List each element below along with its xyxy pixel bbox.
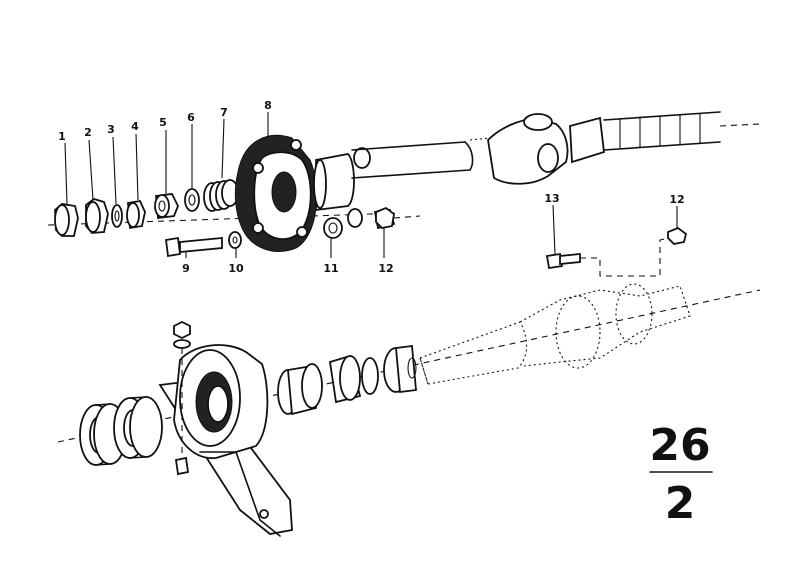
support-top-nut <box>173 320 191 349</box>
callout-3: 3 <box>107 123 115 136</box>
drive-shaft-front <box>313 137 491 212</box>
callout-9: 9 <box>182 262 190 275</box>
center-bearing-support <box>158 344 293 537</box>
section-group-number: 26 <box>649 420 710 471</box>
callout-5: 5 <box>159 116 167 129</box>
callout-8: 8 <box>264 99 272 112</box>
callout-11: 11 <box>323 262 338 275</box>
callout-13: 13 <box>544 192 559 205</box>
washer-3-part <box>111 204 123 228</box>
bearing-ring-right <box>113 396 163 459</box>
callout-6: 6 <box>187 111 195 124</box>
lower-axis-line <box>57 289 761 443</box>
bolt-9-part <box>164 236 223 258</box>
support-bottom-bolt <box>174 456 190 476</box>
callout-12-upper: 12 <box>378 262 393 275</box>
seal-ring-2 <box>328 354 379 404</box>
rear-shaft-outline <box>419 283 691 385</box>
hex-nut-2-part <box>85 198 109 234</box>
callout-1: 1 <box>58 130 66 143</box>
section-subgroup-number: 2 <box>665 478 696 529</box>
hex-nut-part <box>54 203 79 237</box>
nut-12-right-part <box>667 226 688 245</box>
callout-leaders-upper <box>64 112 678 258</box>
washer-10-part <box>228 231 242 249</box>
bolt-13-part <box>545 252 581 270</box>
seal-ring-1 <box>277 363 323 416</box>
callout-12-right: 12 <box>669 193 684 206</box>
callout-7: 7 <box>220 106 228 119</box>
nut-12-upper-part <box>375 206 395 229</box>
flex-coupling-disc <box>234 134 318 252</box>
bushing-4-part <box>126 199 146 230</box>
callout-2: 2 <box>84 126 92 139</box>
seal-ring-3 <box>383 344 417 394</box>
sleeve-5-part <box>154 193 179 220</box>
universal-joint <box>487 111 761 185</box>
callout-10: 10 <box>228 262 244 275</box>
spring-7-part <box>203 179 239 212</box>
bolt-13-dashed-path <box>580 237 669 277</box>
washer-6-part <box>184 188 200 212</box>
bushing-11-part <box>323 217 343 239</box>
callout-4: 4 <box>131 120 139 133</box>
